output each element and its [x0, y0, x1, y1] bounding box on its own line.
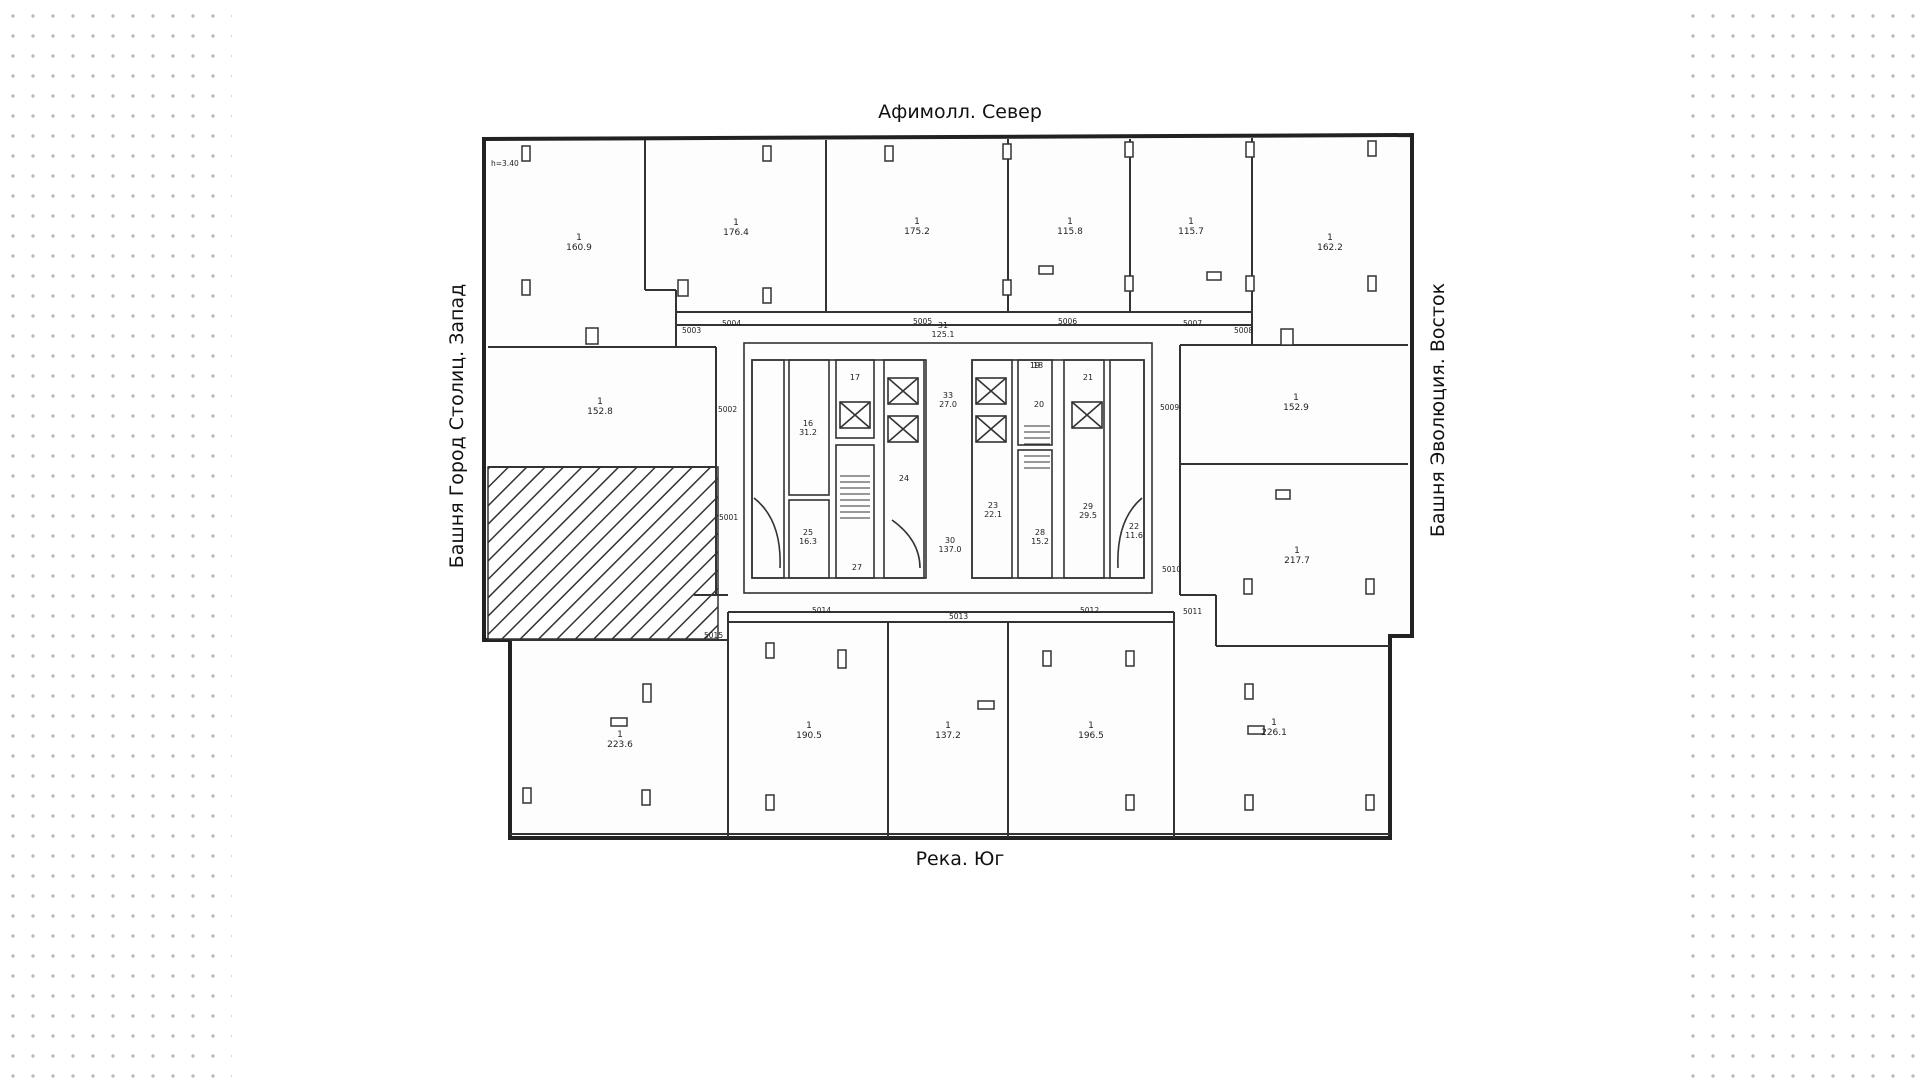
room-number: 1: [1293, 393, 1299, 403]
door-code: 5002: [718, 405, 737, 414]
room-area: 217.7: [1284, 556, 1310, 566]
room-number: 1: [1327, 233, 1333, 243]
building-outline: [482, 132, 1414, 840]
core-room-area: 15.2: [1031, 537, 1049, 546]
hatched-area: [487, 466, 719, 640]
door-code: 5014: [812, 606, 831, 615]
core-room-number: 27: [852, 563, 862, 572]
room-number: 1: [1271, 718, 1277, 728]
room-number: 1: [1088, 721, 1094, 731]
door-code: 5009: [1160, 403, 1179, 412]
room-area: 137.2: [935, 731, 961, 741]
core-block: [743, 342, 1153, 594]
room-number: 1: [733, 218, 739, 228]
door-code: 5013: [949, 612, 968, 621]
core-room-number: 24: [899, 474, 909, 483]
room-area: 115.8: [1057, 227, 1083, 237]
core-room-area: 31.2: [799, 428, 817, 437]
orientation-north-label: Афимолл. Север: [878, 101, 1042, 123]
door-code: 5001: [719, 513, 738, 522]
window-markers: [521, 140, 1377, 811]
room-number: 1: [597, 397, 603, 407]
core-room-number: 28: [1035, 528, 1045, 537]
core-room-number: 19: [1030, 361, 1040, 370]
door-code: 5015: [704, 631, 723, 640]
core-room-area: 29.5: [1079, 511, 1097, 520]
core-room-number: 20: [1034, 400, 1044, 409]
core-room-number: 22: [1129, 522, 1139, 531]
door-code: 5005: [913, 317, 932, 326]
core-room-number: 17: [850, 373, 860, 382]
room-number: 1: [806, 721, 812, 731]
core-room-number: 23: [988, 501, 998, 510]
core-room-number: 16: [803, 419, 813, 428]
interior-walls: [488, 138, 1408, 838]
core-room-area: 137.0: [939, 545, 962, 554]
core-room-number: 25: [803, 528, 813, 537]
room-number: 1: [945, 721, 951, 731]
core-room-area: 22.1: [984, 510, 1002, 519]
core-room-number: 31: [938, 321, 948, 330]
core-room-number: 18: [1033, 361, 1043, 370]
room-area: 176.4: [723, 228, 749, 238]
door-code: 5011: [1183, 607, 1202, 616]
core-room-area: 11.6: [1125, 531, 1143, 540]
door-code: 5008: [1234, 326, 1253, 335]
room-area: 152.9: [1283, 403, 1309, 413]
room-area: 115.7: [1178, 227, 1204, 237]
core-labels: 31 125.1 16 31.2 17 18 19 20 21 24 25 16…: [799, 321, 1143, 572]
door-code: 5007: [1183, 319, 1202, 328]
room-area: 160.9: [566, 243, 592, 253]
core-room-area: 27.0: [939, 400, 957, 409]
door-codes: 5003 5004 5005 5006 5007 5008 5002 5009 …: [682, 317, 1253, 640]
room-area: 152.8: [587, 407, 613, 417]
core-room-number: 29: [1083, 502, 1093, 511]
room-area: 162.2: [1317, 243, 1343, 253]
room-labels: 1 160.9 1 176.4 1 175.2 1 115.8 1 115.7 …: [566, 217, 1343, 750]
room-number: 1: [1067, 217, 1073, 227]
core-room-area: 125.1: [932, 330, 955, 339]
door-code: 5004: [722, 319, 741, 328]
door-code: 5012: [1080, 606, 1099, 615]
core-room-number: 21: [1083, 373, 1093, 382]
room-number: 1: [617, 730, 623, 740]
core-room-area: 16.3: [799, 537, 817, 546]
door-code: 5006: [1058, 317, 1077, 326]
room-number: 1: [1188, 217, 1194, 227]
orientation-south-label: Река. Юг: [915, 848, 1005, 870]
room-number: 1: [1294, 546, 1300, 556]
room-area: 223.6: [607, 740, 633, 750]
core-room-number: 30: [945, 536, 955, 545]
room-area: 226.1: [1261, 728, 1287, 738]
room-area: 190.5: [796, 731, 822, 741]
room-number: 1: [914, 217, 920, 227]
door-code: 5003: [682, 326, 701, 335]
height-note: h=3.40: [491, 159, 519, 168]
door-code: 5010: [1162, 565, 1181, 574]
room-area: 196.5: [1078, 731, 1104, 741]
core-room-number: 33: [943, 391, 953, 400]
room-number: 1: [576, 233, 582, 243]
room-area: 175.2: [904, 227, 930, 237]
